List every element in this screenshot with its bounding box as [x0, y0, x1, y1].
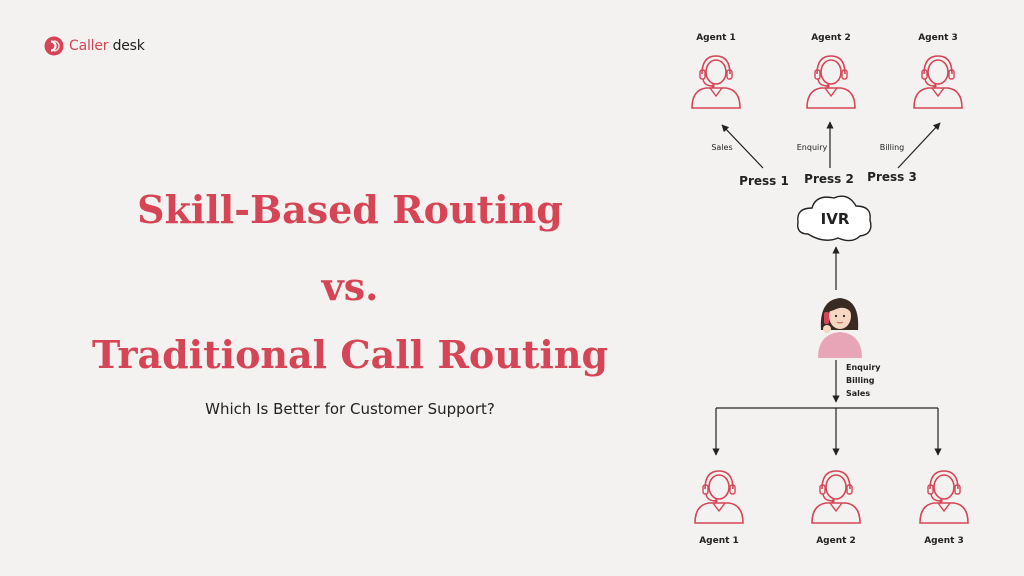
headline-subtitle: Which Is Better for Customer Support? [205, 400, 495, 418]
caller-woman-icon [818, 298, 862, 358]
press-option-3: Press 3 [867, 170, 917, 184]
agent-headset-icon [691, 55, 741, 109]
arrow-press1-to-agent1 [721, 124, 764, 169]
agent-headset-icon [913, 55, 963, 109]
ivr-cloud-icon [797, 195, 872, 242]
headline-line-1: Skill-Based Routing [137, 187, 563, 232]
press-option-2: Press 2 [804, 172, 854, 186]
callerdesk-logo-icon [44, 36, 64, 56]
agent-headset-icon [811, 470, 861, 524]
top-agent-2: Agent 2 [806, 33, 856, 109]
arrow-press3-to-agent3 [897, 122, 941, 169]
headline-line-2: vs. [321, 264, 379, 309]
dept-label-enquiry: Enquiry [797, 143, 828, 152]
bottom-agent-1: Agent 1 [694, 470, 744, 546]
agent-headset-icon [694, 470, 744, 524]
agent-headset-icon [806, 55, 856, 109]
bottom-agent-2: Agent 2 [811, 470, 861, 546]
top-agent-3: Agent 3 [913, 33, 963, 109]
call-topic-sales: Sales [846, 389, 870, 398]
brand-logo: Caller desk [44, 36, 145, 56]
bottom-agent-2-label: Agent 2 [816, 536, 856, 546]
bottom-agent-3-label: Agent 3 [924, 536, 964, 546]
press-option-1: Press 1 [739, 174, 789, 188]
bottom-agent-3: Agent 3 [919, 470, 969, 546]
top-agent-2-label: Agent 2 [811, 33, 851, 43]
dept-label-billing: Billing [880, 143, 905, 152]
caller-woman [818, 298, 862, 358]
ivr-label: IVR [821, 210, 850, 228]
brand-name: Caller desk [69, 38, 145, 54]
agent-headset-icon [919, 470, 969, 524]
bottom-agent-1-label: Agent 1 [699, 536, 739, 546]
call-topic-enquiry: Enquiry [846, 363, 881, 372]
call-topic-billing: Billing [846, 376, 875, 385]
top-agent-1-label: Agent 1 [696, 33, 736, 43]
top-agent-1: Agent 1 [691, 33, 741, 109]
dept-label-sales: Sales [711, 143, 732, 152]
top-agent-3-label: Agent 3 [918, 33, 958, 43]
ivr-cloud: IVR [797, 195, 872, 242]
headline-line-3: Traditional Call Routing [91, 332, 609, 377]
